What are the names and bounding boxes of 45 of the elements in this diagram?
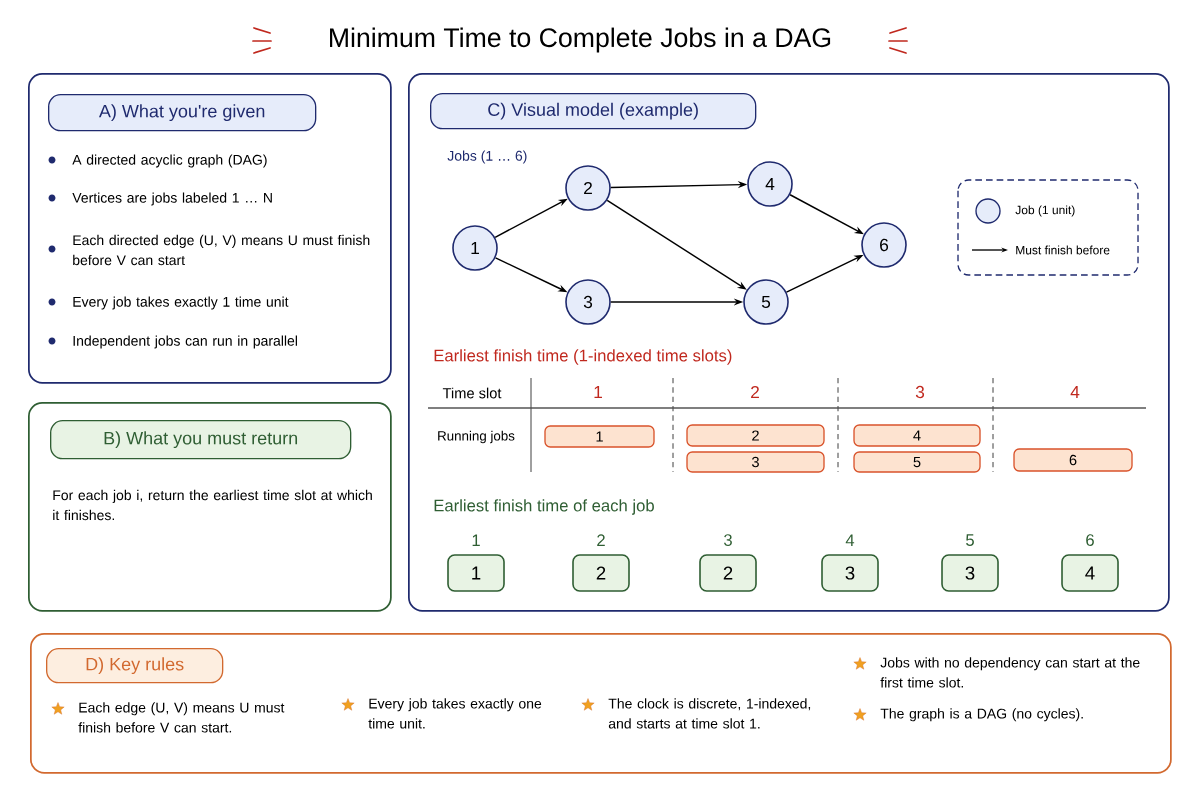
body-text: Every job takes exactly 1 time unit <box>73 296 289 310</box>
result-box: 3 <box>941 554 999 592</box>
body-text: Each directed edge (U, V) means U must finish before V can start <box>73 234 370 266</box>
result-box: 3 <box>821 554 879 592</box>
job-bar: 5 <box>853 451 981 473</box>
result-box: 1 <box>447 554 505 592</box>
body-text: Vertices are jobs labeled 1 … N <box>72 192 272 206</box>
job-bar: 2 <box>686 424 825 447</box>
label: 2 <box>751 385 759 399</box>
label: Running jobs <box>438 430 515 444</box>
label: Jobs (1 … 6) <box>447 150 527 164</box>
result-box: 2 <box>572 554 630 592</box>
result-box: 4 <box>1061 554 1119 592</box>
body-text: Each edge (U, V) means U must finish before V can start. <box>78 702 285 733</box>
section-heading: C) Visual model (example) <box>430 93 757 130</box>
result-box: 2 <box>699 554 757 592</box>
section-heading: D) Key rules <box>46 648 224 684</box>
job-number: 5 <box>966 534 974 546</box>
job-number: 4 <box>845 534 855 546</box>
label: Earliest finish time of each job <box>434 499 654 515</box>
body-text: Independent jobs can run in parallel <box>73 335 297 349</box>
title: Minimum Time to Complete Jobs in a DAG <box>330 27 831 53</box>
label: 1 <box>594 386 602 398</box>
job-bar: 6 <box>1013 448 1133 472</box>
label: Earliest finish time (1-indexed time slots) <box>434 349 732 365</box>
job-number: 3 <box>724 534 732 546</box>
body-text: A directed acyclic graph (DAG) <box>72 154 267 168</box>
job-bar: 1 <box>544 425 655 448</box>
body-text: Jobs with no dependency can start at the first time slot. <box>880 657 1140 688</box>
body-text: For each job i, return the earliest time slot at which it finishes. <box>53 489 372 521</box>
job-number: 1 <box>472 534 480 546</box>
section-heading: A) What you're given <box>48 94 317 132</box>
job-bar: 4 <box>853 424 981 447</box>
label: 4 <box>1070 386 1080 398</box>
job-number: 6 <box>1086 534 1094 546</box>
body-text: Every job takes exactly one time unit. <box>368 698 542 729</box>
legend-text: Job (1 unit) <box>1015 205 1075 217</box>
body-text: The graph is a DAG (no cycles). <box>880 708 1083 722</box>
section-heading: B) What you must return <box>50 420 352 460</box>
body-text: The clock is discrete, 1-indexed, and starts at time slot 1. <box>608 698 811 729</box>
label: 3 <box>915 385 925 399</box>
job-number: 2 <box>597 534 605 546</box>
label: Time slot <box>442 387 502 399</box>
legend-text: Must finish before <box>1016 245 1110 255</box>
job-bar: 3 <box>686 451 825 473</box>
